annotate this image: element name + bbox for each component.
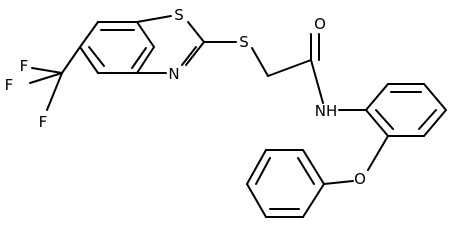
atom-label-f-left: F <box>5 76 14 94</box>
bond <box>375 109 394 130</box>
bond <box>61 46 81 74</box>
bonds <box>29 15 447 218</box>
bond <box>31 67 63 74</box>
bond <box>185 41 205 66</box>
atom-label-f-top: F <box>20 57 29 75</box>
bond <box>302 149 325 185</box>
bond <box>29 72 63 84</box>
bond <box>297 157 315 185</box>
atom-label-s-ring: S <box>174 6 184 24</box>
bond <box>367 135 389 171</box>
atom-label-n-ring: N <box>168 65 179 83</box>
bond <box>88 46 105 67</box>
atom-labels: S N S O NH O F F F <box>5 6 366 188</box>
bond <box>418 109 437 130</box>
structure-canvas: S N S O NH O F F F <box>5 6 447 218</box>
bond <box>423 109 447 137</box>
bond <box>46 72 63 111</box>
bond <box>365 109 389 137</box>
bond <box>423 83 447 111</box>
bond <box>136 15 172 23</box>
bond <box>187 21 205 43</box>
bond <box>246 149 267 185</box>
bond <box>181 46 197 66</box>
bond <box>136 21 155 48</box>
bond <box>365 83 389 111</box>
bond <box>136 46 155 74</box>
bond <box>79 21 99 48</box>
bond <box>131 47 147 69</box>
atom-label-s-link: S <box>239 33 249 51</box>
atom-label-o-ether: O <box>354 170 366 188</box>
bond <box>255 157 271 185</box>
bond <box>323 180 354 185</box>
bond <box>310 59 324 104</box>
atom-label-nh-amide: NH <box>315 102 338 120</box>
bond <box>267 59 312 77</box>
bond <box>251 47 269 77</box>
bond <box>79 46 99 74</box>
bond <box>302 183 325 218</box>
atom-label-o-carbonyl: O <box>314 15 326 33</box>
bond <box>246 183 267 218</box>
atom-label-f-bottom: F <box>39 113 48 131</box>
